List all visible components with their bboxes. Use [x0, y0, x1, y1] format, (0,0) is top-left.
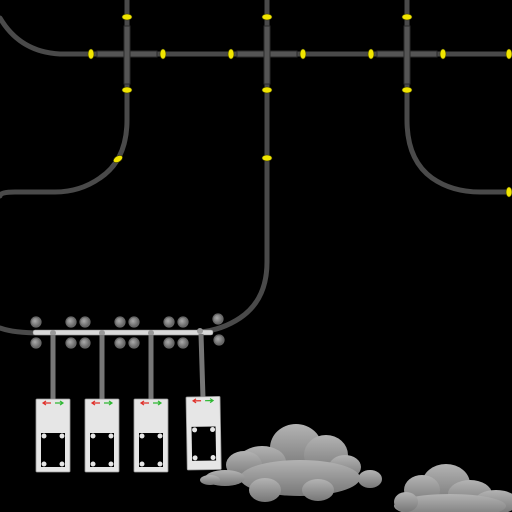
yellow-signal-lamp-icon[interactable]	[401, 86, 413, 94]
bogie-wheel-icon	[79, 316, 91, 328]
yellow-signal-lamp-icon[interactable]	[401, 13, 413, 21]
bogie-wheel-icon	[163, 337, 175, 349]
carriages	[35, 396, 222, 473]
red-left-arrow-icon	[90, 400, 100, 406]
yellow-signal-lamp-icon[interactable]	[261, 86, 273, 94]
track-branch-right[interactable]	[404, 51, 512, 195]
rail-carriage-icon[interactable]	[185, 396, 222, 471]
yellow-signal-lamp-icon[interactable]	[159, 48, 167, 60]
yellow-signal-lamp-icon[interactable]	[299, 48, 307, 60]
yellow-signal-lamp-icon[interactable]	[121, 13, 133, 21]
train-coupling-bar	[32, 329, 214, 336]
bogie-wheel-icon	[65, 316, 77, 328]
track-branch-middle[interactable]	[197, 51, 270, 335]
green-right-arrow-icon	[153, 400, 163, 406]
carriage-rods	[50, 333, 206, 400]
rail-carriage-icon[interactable]	[84, 398, 120, 473]
yellow-signal-lamp-icon[interactable]	[121, 86, 133, 94]
yellow-signal-lamp-icon[interactable]	[367, 48, 375, 60]
yellow-signal-lamp-icon[interactable]	[261, 154, 273, 162]
red-left-arrow-icon	[191, 398, 202, 404]
bogie-wheel-icon	[114, 337, 126, 349]
bogie-wheel-icon	[30, 337, 42, 349]
carriage-rod	[198, 333, 206, 399]
red-left-arrow-icon	[139, 400, 149, 406]
track-branch-left[interactable]	[0, 51, 130, 199]
red-left-arrow-icon	[41, 400, 51, 406]
bogie-wheel-icon	[114, 316, 126, 328]
bogie-wheel-icon	[213, 334, 225, 346]
bogie-wheel-icon	[128, 316, 140, 328]
junction-3-v[interactable]	[403, 25, 411, 85]
green-right-arrow-icon	[205, 398, 215, 404]
smoke-cloud-icon	[394, 464, 512, 512]
coupling-pins	[50, 328, 203, 336]
bogie-wheel-icon	[65, 337, 77, 349]
yellow-signal-lamp-icon[interactable]	[227, 48, 235, 60]
bogie-wheel-icon	[163, 316, 175, 328]
bogie-wheel-icon	[128, 337, 140, 349]
yellow-signal-lamp-icon[interactable]	[112, 154, 124, 164]
train[interactable]	[30, 313, 225, 400]
bogie-wheel-icon	[212, 313, 224, 325]
wheels	[30, 313, 225, 349]
track-network	[0, 0, 512, 336]
yellow-signal-lamp-icon[interactable]	[261, 13, 273, 21]
bogie-wheel-icon	[177, 316, 189, 328]
yellow-signal-lamp-icon[interactable]	[87, 48, 95, 60]
rail-carriage-icon[interactable]	[35, 398, 71, 473]
green-right-arrow-icon	[104, 400, 114, 406]
green-right-arrow-icon	[55, 400, 65, 406]
smoke-cloud-icon	[200, 424, 382, 502]
bogie-wheel-icon	[30, 316, 42, 328]
coupling-pin-icon	[148, 330, 154, 336]
track-curve-top-left[interactable]	[0, 15, 63, 57]
bogie-wheel-icon	[177, 337, 189, 349]
yellow-signal-lamp-icon[interactable]	[439, 48, 447, 60]
coupling-pin-icon	[197, 328, 203, 334]
junction-2-v[interactable]	[263, 25, 271, 85]
signals	[87, 13, 512, 198]
coupling-pin-icon	[50, 330, 56, 336]
junction-1-v[interactable]	[123, 25, 131, 85]
rail-carriage-icon[interactable]	[133, 398, 169, 473]
smoke-clouds	[200, 424, 512, 512]
yellow-signal-lamp-icon[interactable]	[505, 186, 512, 198]
coupling-pin-icon	[99, 330, 105, 336]
yellow-signal-lamp-icon[interactable]	[505, 48, 512, 60]
bogie-wheel-icon	[79, 337, 91, 349]
junctions	[96, 25, 438, 85]
